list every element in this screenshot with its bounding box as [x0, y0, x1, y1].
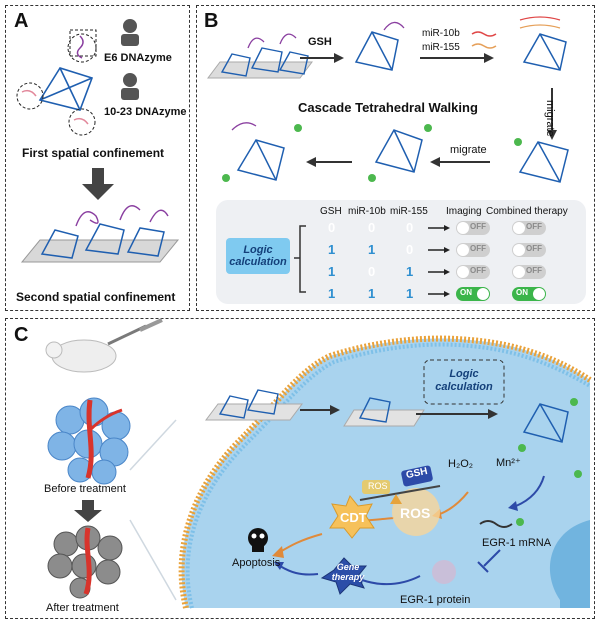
imaging-switch[interactable]: OFF: [456, 221, 490, 235]
switch-knob: [533, 288, 545, 300]
mir10b-label: miR-10b: [422, 28, 460, 39]
gene-therapy-label: Gene therapy: [331, 562, 365, 582]
switch-knob: [513, 266, 525, 278]
mir155-label: miR-155: [422, 42, 460, 53]
switch-label: OFF: [526, 266, 542, 275]
panel-a-label: A: [14, 10, 29, 32]
logic-value-mir155: 0: [406, 242, 414, 257]
panel-a: [5, 5, 190, 311]
panel-c: [5, 318, 595, 619]
h2o2-label: H₂O₂: [448, 458, 474, 470]
imaging-switch[interactable]: OFF: [456, 265, 490, 279]
switch-label: OFF: [470, 222, 486, 231]
logic-value-mir155: 0: [406, 220, 414, 235]
switch-knob: [457, 244, 469, 256]
switch-label: ON: [516, 288, 528, 297]
egr-mrna-label: EGR-1 mRNA: [482, 537, 552, 549]
logic-value-mir155: 1: [406, 286, 414, 301]
logic-value-mir10b: 0: [368, 220, 376, 235]
apoptosis-label: Apoptosis: [232, 557, 281, 569]
logic-value-gsh: 1: [328, 286, 336, 301]
switch-knob: [513, 222, 525, 234]
therapy-switch[interactable]: OFF: [512, 221, 546, 235]
therapy-switch[interactable]: ON: [512, 287, 546, 301]
migrate-right-label: migrate: [544, 100, 556, 137]
after-treatment-label: After treatment: [46, 602, 119, 614]
header-gsh: GSH: [320, 206, 342, 217]
first-confinement-label: First spatial confinement: [22, 146, 165, 160]
e6-dnazyme-label: E6 DNAzyme: [104, 52, 172, 64]
switch-label: OFF: [470, 244, 486, 253]
logic-calculation-text: Logic calculation: [229, 243, 287, 268]
panel-c-label: C: [14, 324, 29, 346]
logic-value-mir155: 1: [406, 264, 414, 279]
gsh-arrow-label: GSH: [308, 36, 332, 48]
dnazyme-1023-label: 10-23 DNAzyme: [104, 106, 187, 118]
switch-knob: [477, 288, 489, 300]
logic-value-mir10b: 1: [368, 242, 376, 257]
header-imaging: Imaging: [446, 206, 482, 217]
header-mir10b: miR-10b: [348, 206, 386, 217]
cdt-label: CDT: [340, 510, 367, 525]
panel-b: [196, 5, 595, 311]
header-therapy: Combined therapy: [486, 206, 568, 217]
switch-label: OFF: [526, 222, 542, 231]
imaging-switch[interactable]: ON: [456, 287, 490, 301]
logic-value-mir10b: 0: [368, 264, 376, 279]
migrate-bottom-label: migrate: [450, 144, 487, 156]
before-treatment-label: Before treatment: [44, 483, 126, 495]
ros-label: ROS: [400, 505, 431, 521]
therapy-switch[interactable]: OFF: [512, 265, 546, 279]
logic-value-gsh: 0: [328, 220, 336, 235]
mn-label: Mn²⁺: [496, 457, 521, 469]
second-confinement-label: Second spatial confinement: [16, 290, 176, 304]
logic-calculation-box: Logic calculation: [226, 238, 290, 274]
switch-label: OFF: [470, 266, 486, 275]
therapy-switch[interactable]: OFF: [512, 243, 546, 257]
panel-b-label: B: [204, 10, 219, 32]
switch-label: OFF: [526, 244, 542, 253]
ros-small-label: ROS: [368, 481, 388, 491]
switch-knob: [457, 222, 469, 234]
switch-knob: [513, 244, 525, 256]
cell-logic-label: Logic calculation: [435, 368, 493, 393]
switch-label: ON: [460, 288, 472, 297]
imaging-switch[interactable]: OFF: [456, 243, 490, 257]
switch-knob: [457, 266, 469, 278]
header-mir155: miR-155: [390, 206, 428, 217]
logic-value-gsh: 1: [328, 264, 336, 279]
logic-value-mir10b: 1: [368, 286, 376, 301]
cascade-title: Cascade Tetrahedral Walking: [298, 100, 478, 115]
logic-value-gsh: 1: [328, 242, 336, 257]
egr-protein-label: EGR-1 protein: [400, 594, 471, 606]
